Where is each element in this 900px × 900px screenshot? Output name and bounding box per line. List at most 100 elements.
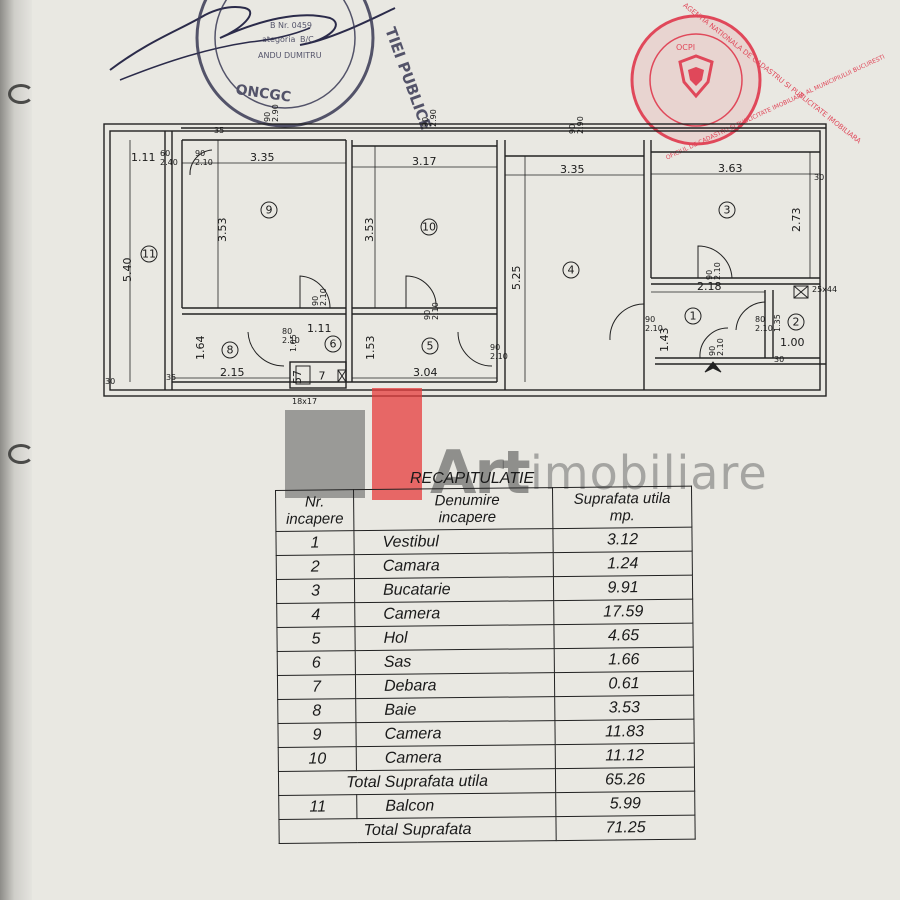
dimension-label: 1.53	[364, 336, 377, 361]
door-label: 90	[708, 346, 717, 356]
door-label: 2.90	[271, 104, 280, 122]
room-area: 0.61	[554, 671, 694, 697]
door-label: 2.10	[431, 302, 440, 320]
room-marker-circle	[718, 201, 736, 219]
room-name: Debara	[355, 672, 555, 699]
dimension-label: 3.53	[363, 218, 376, 243]
room-nr: 11	[278, 794, 357, 820]
dimension-label: 35	[166, 373, 176, 382]
room-area: 5.99	[555, 791, 695, 817]
door-label: 90	[421, 117, 430, 127]
watermark-art: Art	[430, 438, 531, 508]
room-nr: 2	[276, 554, 355, 580]
room-marker-circle	[562, 261, 580, 279]
room-number-11: 11	[142, 248, 156, 261]
room-nr: 1	[275, 530, 355, 556]
door-label: 90	[490, 343, 500, 352]
dimension-lines	[129, 140, 820, 382]
room-nr: 10	[278, 746, 357, 772]
room-name: Camera	[354, 600, 554, 627]
door-label: 90	[311, 296, 320, 306]
room-number-2: 2	[793, 316, 800, 329]
dimension-label: 2.73	[790, 208, 803, 233]
total-utila-area: 65.26	[555, 767, 695, 793]
room-area: 9.91	[553, 575, 693, 601]
door-label: 90	[705, 270, 714, 280]
room-area: 11.83	[554, 719, 695, 745]
cadastre-stamp: AGENTIA NATIONALA DE CADASTRU SI PUBLICI…	[630, 1, 886, 162]
dimension-label: 1.00	[780, 336, 805, 349]
room-name: Vestibul	[353, 528, 554, 555]
room-marker-circle	[420, 218, 438, 236]
room-name: Baie	[355, 696, 555, 723]
door-label: 90	[568, 124, 577, 134]
door-label: 60	[160, 149, 170, 158]
door-label: 90	[645, 315, 655, 324]
door-label: 90	[423, 310, 432, 320]
door-label: 2.10	[490, 352, 508, 361]
dimension-label: 1.43	[658, 328, 671, 353]
dimension-label: 3.63	[718, 162, 743, 175]
room-nr: 8	[277, 698, 356, 724]
total-label: Total Suprafata	[278, 816, 557, 844]
room-area: 3.12	[552, 527, 693, 553]
dimension-label: 2.18	[697, 280, 722, 293]
dimension-label: 5.25	[510, 266, 523, 291]
total-utila-label: Total Suprafata utila	[278, 768, 556, 796]
watermark-logo-red	[372, 388, 422, 500]
dimension-label: 30	[814, 173, 824, 182]
door-label: 80	[755, 315, 765, 324]
room-number-3: 3	[724, 204, 731, 217]
recap-title: RECAPITULATIE	[410, 470, 535, 487]
dimension-label: 3.17	[412, 155, 437, 168]
stamp-text: B/C	[300, 35, 314, 44]
door-label: 2.10	[195, 158, 213, 167]
room-name: Camera	[355, 720, 556, 747]
watermark-imobiliare: imobiliare	[530, 446, 768, 500]
door-label: 90	[195, 149, 205, 158]
dimension-label: 1.11	[307, 322, 332, 335]
binder-ring	[8, 84, 34, 104]
door-label: 2.40	[160, 158, 178, 167]
dimension-label: 1.35	[773, 314, 782, 332]
dimension-label: 5.40	[121, 258, 134, 283]
room-number-7: 7	[319, 370, 326, 383]
dimension-label: 57	[291, 370, 304, 384]
room-number-10: 10	[422, 221, 436, 234]
signature	[109, 6, 396, 71]
dimension-label: 3.35	[250, 151, 275, 164]
dimension-label: 1.11	[131, 151, 156, 164]
room-marker-circle	[324, 335, 342, 353]
notary-stamp: TIEI PUBLICE ONCGC B Nr. 0459 ategoria A…	[195, 0, 435, 133]
door-label: 2.10	[716, 338, 725, 356]
stamp-text: ategoria	[262, 35, 295, 44]
signature-stroke	[119, 27, 311, 81]
dimension-label: 2.15	[220, 366, 245, 379]
room-number-6: 6	[330, 338, 337, 351]
room-name: Camera	[356, 744, 556, 771]
door-label: 2.10	[282, 336, 300, 345]
door-label: 2.10	[713, 262, 722, 280]
dimension-label: 3.53	[216, 218, 229, 243]
stamp-text: TIEI PUBLICE	[381, 25, 435, 133]
dimension-label: 1.64	[194, 336, 207, 361]
room-name: Balcon	[356, 792, 556, 819]
door-label: 80	[282, 327, 292, 336]
room-name: Camara	[354, 552, 554, 579]
room-marker-circle	[260, 201, 278, 219]
dimension-label: 1.05	[289, 334, 298, 352]
room-area: 3.53	[554, 695, 694, 721]
room-area: 4.65	[553, 623, 694, 649]
room-marker-circle	[140, 245, 158, 263]
room-number-9: 9	[266, 204, 273, 217]
dimension-label: 25x44	[812, 285, 837, 294]
room-name: Hol	[354, 624, 555, 651]
door-label: 2.90	[576, 116, 585, 134]
